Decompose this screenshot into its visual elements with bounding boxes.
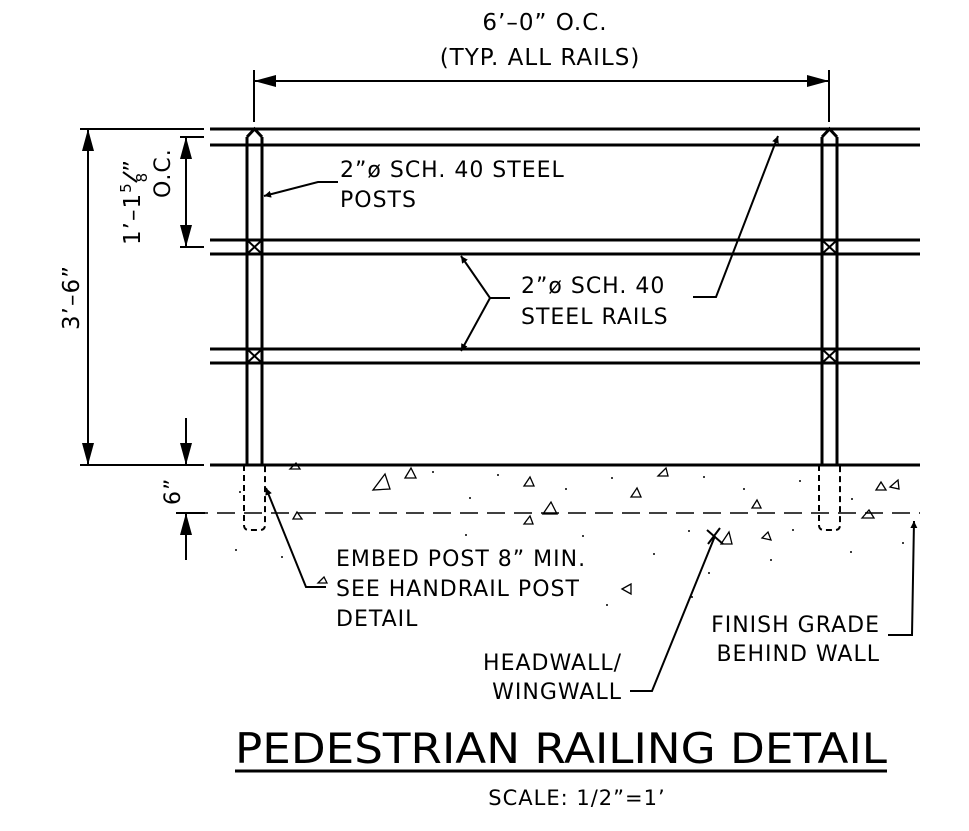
- rails-callout-line1: 2”ø SCH. 40: [521, 274, 665, 299]
- rail-middle: [210, 238, 920, 256]
- embed-callout-line3: DETAIL: [336, 607, 418, 632]
- rail-bottom: [210, 347, 920, 365]
- callout-embed: EMBED POST 8” MIN. SEE HANDRAIL POST DET…: [265, 487, 586, 632]
- embed-depth-label: 6”: [161, 478, 186, 505]
- total-height-label: 3’–6”: [59, 265, 85, 330]
- rail-top: [210, 127, 920, 147]
- rail-spacing-fraction-num: 5: [117, 182, 135, 193]
- wall-callout-line2: WINGWALL: [492, 680, 622, 705]
- rail-spacing-fraction-den: 8: [133, 172, 151, 183]
- grade-callout-line2: BEHIND WALL: [716, 642, 880, 667]
- dimension-post-spacing: 6’–0” O.C. (TYP. ALL RAILS): [253, 10, 830, 122]
- dimension-embed-depth: 6”: [161, 418, 205, 560]
- grade-callout-line1: FINISH GRADE: [711, 613, 880, 638]
- concrete-aggregate: [235, 461, 904, 606]
- post-spacing-label: 6’–0” O.C.: [482, 10, 607, 36]
- dimension-total-height: 3’–6”: [59, 128, 204, 466]
- drawing-title: PEDESTRIAN RAILING DETAIL: [235, 724, 888, 773]
- rail-spacing-oc: O.C.: [151, 148, 176, 198]
- drawing-scale: SCALE: 1/2”=1’: [488, 786, 665, 810]
- title-block: PEDESTRIAN RAILING DETAIL SCALE: 1/2”=1’: [235, 724, 888, 810]
- embed-callout-line2: SEE HANDRAIL POST: [336, 577, 580, 602]
- post-left: [243, 126, 266, 531]
- posts-callout-line1: 2”ø SCH. 40 STEEL: [340, 158, 565, 183]
- rail-spacing-inch-mark: ”: [120, 159, 146, 172]
- post-right: [818, 126, 841, 531]
- rails-callout-line2: STEEL RAILS: [521, 305, 669, 330]
- embed-callout-line1: EMBED POST 8” MIN.: [336, 547, 586, 572]
- post-spacing-note: (TYP. ALL RAILS): [440, 45, 641, 71]
- callout-headwall: HEADWALL/ WINGWALL: [483, 527, 724, 705]
- rail-spacing-label: 1’–1: [120, 193, 146, 245]
- callout-rails: 2”ø SCH. 40 STEEL RAILS: [460, 135, 779, 352]
- callout-finish-grade: FINISH GRADE BEHIND WALL: [711, 520, 918, 667]
- posts-callout-line2: POSTS: [340, 188, 417, 213]
- dimension-rail-spacing: 1’–158” O.C.: [117, 136, 204, 248]
- wall-callout-line1: HEADWALL/: [483, 651, 622, 676]
- svg-text:1’–158”: 1’–158”: [117, 159, 151, 245]
- callout-posts: 2”ø SCH. 40 STEEL POSTS: [263, 158, 565, 213]
